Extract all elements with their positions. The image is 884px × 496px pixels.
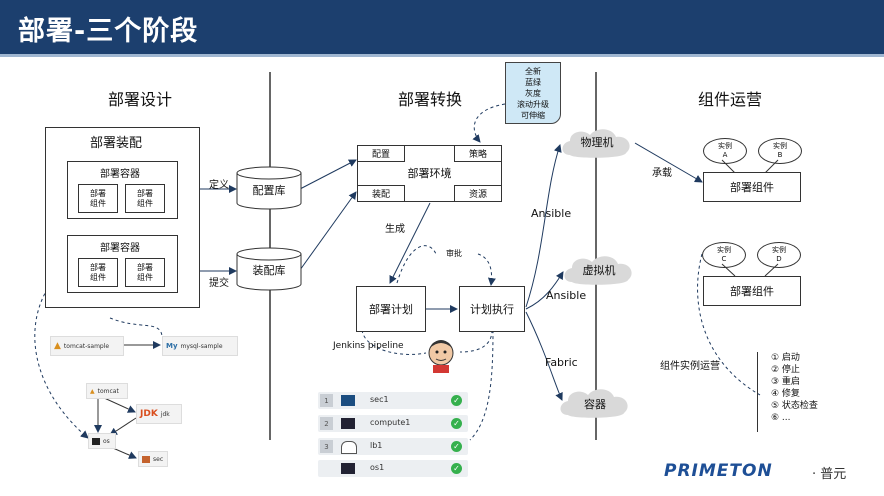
ops-item: ⑥ ... [771, 413, 791, 423]
execute-box: 计划执行 [459, 286, 525, 332]
ops-item: ④ 修复 [771, 389, 800, 399]
page-title: 部署-三个阶段 [18, 16, 199, 47]
virtual-label: 虚拟机 [582, 264, 616, 277]
plan-box: 部署计划 [356, 286, 426, 332]
check-icon: ✓ [451, 395, 462, 406]
jenkins-icon [428, 340, 454, 373]
container-label: 容器 [584, 398, 606, 411]
config-repo-cylinder [236, 166, 302, 210]
server-icon [341, 418, 355, 429]
assembly-title: 部署装配 [90, 136, 143, 151]
env-label: 部署环境 [407, 167, 452, 180]
container-box-2: 部署容器 部署 组件 部署 组件 [67, 235, 178, 293]
assembly-repo-cylinder [236, 247, 302, 291]
title-rule [0, 54, 884, 57]
component-3: 部署 组件 [78, 258, 118, 287]
fabric-label: Fabric [545, 356, 578, 369]
logo-suffix: · 普元 [812, 467, 847, 482]
deploy-component-2: 部署组件 [703, 276, 801, 306]
server-icon [341, 463, 355, 474]
generate-label: 生成 [385, 224, 405, 235]
environment-box: 配置 策略 部署环境 装配 资源 [357, 145, 502, 202]
jenkins-label: Jenkins pipeline [333, 341, 404, 351]
config-repo-label: 配置库 [252, 184, 286, 197]
component-4: 部署 组件 [125, 258, 165, 287]
ops-item: ③ 重启 [771, 377, 800, 387]
thumb-tomcat: ▲tomcat [86, 383, 128, 399]
instance-b: 实例 B [758, 138, 802, 164]
section-operations: 组件运营 [698, 90, 763, 109]
instance-a: 实例 A [703, 138, 747, 164]
server-row-4: os1✓ [318, 460, 468, 477]
env-resource: 资源 [454, 185, 502, 202]
strategy-note: 全新 蓝绿 灰度 滚动升级 可伸缩 [505, 62, 561, 124]
server-icon [341, 441, 357, 454]
cloud-virtual [564, 256, 632, 285]
thumb-tomcat-sample: ▲tomcat-sample [50, 336, 124, 356]
assembly-box: 部署装配 部署容器 部署 组件 部署 组件 部署容器 部署 组件 部署 组件 [45, 127, 200, 308]
section-transform: 部署转换 [398, 90, 463, 109]
container-box-1: 部署容器 部署 组件 部署 组件 [67, 161, 178, 219]
thumb-sec: sec [138, 451, 168, 467]
ops-list: ① 启动 ② 停止 ③ 重启 ④ 修复 ⑤ 状态检查 ⑥ ... [757, 352, 818, 432]
env-policy: 策略 [454, 145, 502, 162]
define-label: 定义 [209, 180, 229, 191]
ansible-label-2: Ansible [546, 289, 587, 302]
ops-item: ① 启动 [771, 353, 800, 363]
ansible-label-1: Ansible [531, 207, 572, 220]
ops-item: ② 停止 [771, 365, 800, 375]
container-label-2: 部署容器 [100, 243, 140, 254]
container-label-1: 部署容器 [100, 169, 140, 180]
section-design: 部署设计 [108, 90, 173, 109]
env-assembly: 装配 [357, 185, 405, 202]
carry-label: 承载 [652, 168, 672, 179]
logo-brand: PRIMETON [664, 461, 773, 481]
component-1: 部署 组件 [78, 184, 118, 213]
approve-label: 审批 [446, 249, 462, 258]
ops-item: ⑤ 状态检查 [771, 401, 818, 411]
cloud-physical [562, 129, 630, 158]
submit-label: 提交 [209, 278, 229, 289]
instance-c: 实例 C [702, 242, 746, 268]
server-icon [341, 395, 355, 406]
env-config: 配置 [357, 145, 405, 162]
component-2: 部署 组件 [125, 184, 165, 213]
assembly-repo-label: 装配库 [252, 264, 286, 277]
instance-d: 实例 D [757, 242, 801, 268]
physical-label: 物理机 [580, 136, 614, 149]
thumb-os: os [88, 433, 116, 449]
title-bar [0, 0, 884, 54]
check-icon: ✓ [451, 463, 462, 474]
check-icon: ✓ [451, 441, 462, 452]
cloud-container [560, 389, 628, 418]
deploy-component-1: 部署组件 [703, 172, 801, 202]
instance-ops-label: 组件实例运营 [660, 361, 720, 372]
check-icon: ✓ [451, 418, 462, 429]
